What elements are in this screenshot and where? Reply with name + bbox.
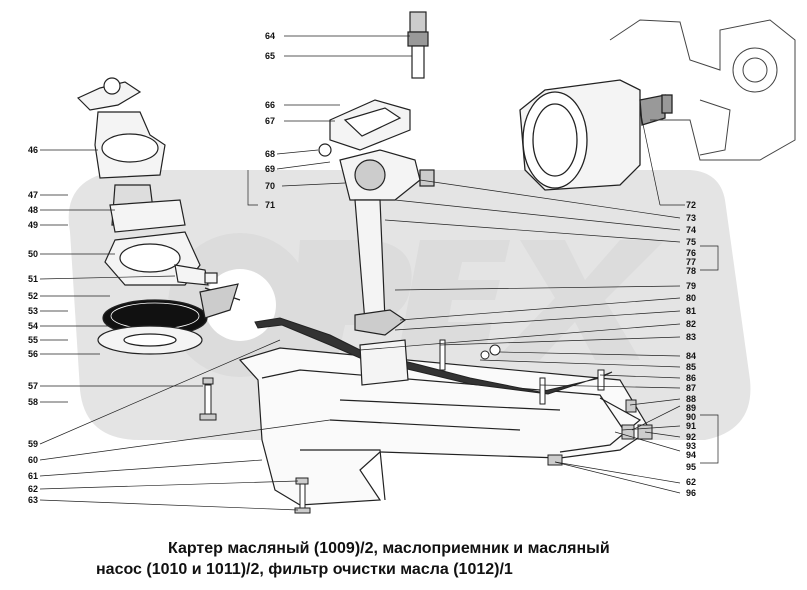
callout-47: 47 bbox=[28, 190, 38, 200]
fasteners bbox=[199, 339, 653, 514]
callout-85: 85 bbox=[686, 362, 696, 372]
callout-82: 82 bbox=[686, 319, 696, 329]
callout-62-left: 62 bbox=[28, 484, 38, 494]
oil-pickup-tube bbox=[318, 11, 435, 386]
watermark bbox=[68, 170, 751, 440]
callout-76: 76 bbox=[686, 248, 696, 258]
callout-93: 93 bbox=[686, 441, 696, 451]
callout-56: 56 bbox=[28, 349, 38, 359]
diagram-caption: Картер масляный (1009)/2, маслоприемник … bbox=[96, 538, 776, 580]
oil-filter bbox=[519, 79, 673, 191]
callout-88: 88 bbox=[686, 394, 696, 404]
callout-84: 84 bbox=[686, 351, 696, 361]
engine-block-fragment bbox=[609, 19, 796, 161]
callout-78: 78 bbox=[686, 266, 696, 276]
callout-87: 87 bbox=[686, 383, 696, 393]
callout-91: 91 bbox=[686, 421, 696, 431]
callout-63: 63 bbox=[28, 495, 38, 505]
callout-61: 61 bbox=[28, 471, 38, 481]
callout-50: 50 bbox=[28, 249, 38, 259]
callout-86: 86 bbox=[686, 373, 696, 383]
callout-92: 92 bbox=[686, 432, 696, 442]
oil-pan bbox=[238, 347, 651, 506]
callout-68: 68 bbox=[265, 149, 275, 159]
callout-53: 53 bbox=[28, 306, 38, 316]
caption-line-2: насос (1010 и 1011)/2, фильтр очистки ма… bbox=[96, 561, 513, 578]
callout-66: 66 bbox=[265, 100, 275, 110]
callout-65: 65 bbox=[265, 51, 275, 61]
callout-77: 77 bbox=[686, 257, 696, 267]
callout-95: 95 bbox=[686, 462, 696, 472]
callout-59: 59 bbox=[28, 439, 38, 449]
callout-54: 54 bbox=[28, 321, 38, 331]
callout-67: 67 bbox=[265, 116, 275, 126]
oil-pump-assembly bbox=[76, 77, 241, 301]
callout-57: 57 bbox=[28, 381, 38, 391]
callout-80: 80 bbox=[686, 293, 696, 303]
callout-79: 79 bbox=[686, 281, 696, 291]
callout-71: 71 bbox=[265, 200, 275, 210]
callout-58: 58 bbox=[28, 397, 38, 407]
callout-83: 83 bbox=[686, 332, 696, 342]
callout-69: 69 bbox=[265, 164, 275, 174]
callout-96: 96 bbox=[686, 488, 696, 498]
oil-strainer bbox=[97, 283, 239, 355]
callout-90: 90 bbox=[686, 412, 696, 422]
callout-60: 60 bbox=[28, 455, 38, 465]
callout-52: 52 bbox=[28, 291, 38, 301]
leader-lines bbox=[39, 35, 719, 511]
callout-74: 74 bbox=[686, 225, 696, 235]
callout-labels: 64 65 66 67 68 69 70 71 46 47 48 49 50 5… bbox=[28, 31, 696, 505]
callout-72: 72 bbox=[686, 200, 696, 210]
callout-51: 51 bbox=[28, 274, 38, 284]
caption-line-1: Картер масляный (1009)/2, маслоприемник … bbox=[168, 540, 610, 557]
callout-94: 94 bbox=[686, 450, 696, 460]
callout-62-right: 62 bbox=[686, 477, 696, 487]
callout-46: 46 bbox=[28, 145, 38, 155]
callout-70: 70 bbox=[265, 181, 275, 191]
callout-75: 75 bbox=[686, 237, 696, 247]
callout-49: 49 bbox=[28, 220, 38, 230]
pan-gasket bbox=[254, 317, 613, 395]
callout-81: 81 bbox=[686, 306, 696, 316]
callout-48: 48 bbox=[28, 205, 38, 215]
callout-89: 89 bbox=[686, 403, 696, 413]
callout-73: 73 bbox=[686, 213, 696, 223]
callout-64: 64 bbox=[265, 31, 275, 41]
callout-55: 55 bbox=[28, 335, 38, 345]
